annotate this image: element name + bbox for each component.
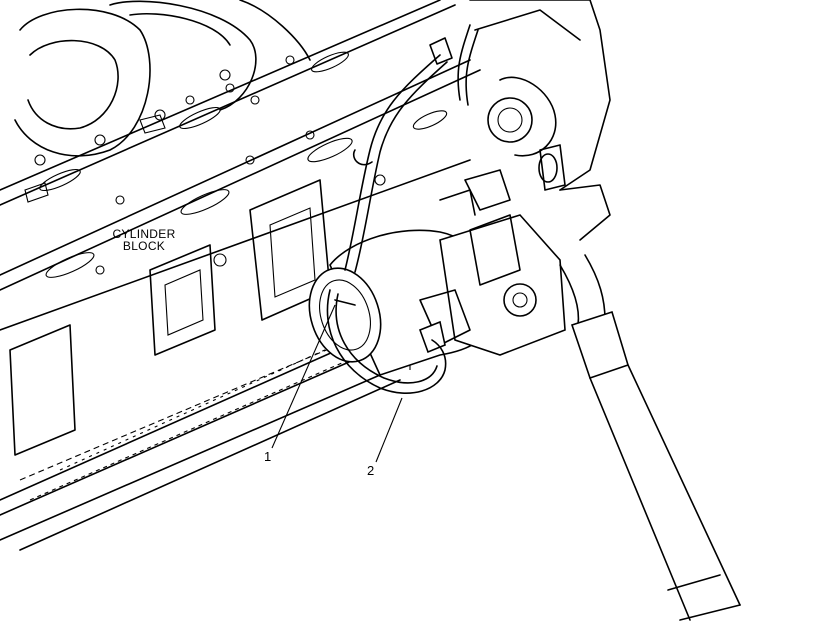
cylinder-block-label-line2: BLOCK xyxy=(122,239,166,253)
leader-line-1 xyxy=(271,304,336,449)
wire-harness xyxy=(326,24,479,394)
cylinder-block xyxy=(0,0,481,551)
callout-1: 1 xyxy=(264,449,272,464)
cylinder-block-label-line1: CYLINDER xyxy=(112,227,176,241)
actuator-assembly xyxy=(308,169,566,376)
leader-line-2 xyxy=(375,397,403,463)
cylinder-block-label: CYLINDER BLOCK xyxy=(104,228,184,252)
front-housing xyxy=(469,0,611,241)
hose xyxy=(559,254,741,621)
leader-lines xyxy=(271,304,403,463)
callout-2: 2 xyxy=(367,463,375,478)
